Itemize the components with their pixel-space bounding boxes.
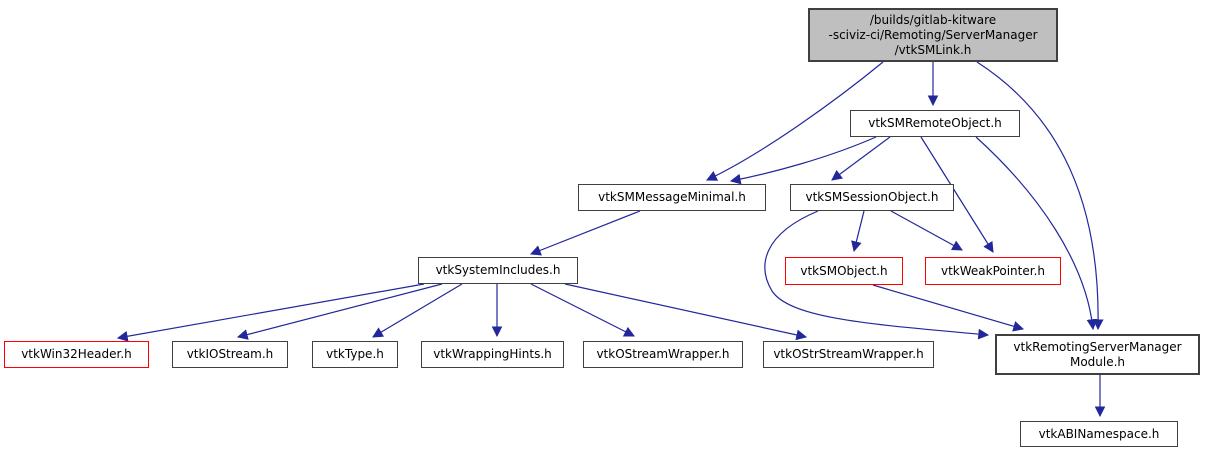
node-vtkType[interactable]: vtkType.h (312, 341, 398, 368)
edge-vtkSMObject-to-vtkRemotingServerManagerModule (872, 284, 1025, 332)
node-label: vtkWeakPointer.h (940, 263, 1046, 278)
edge-vtkSMSessionObject-to-vtkWeakPointer (890, 210, 963, 251)
edge-vtkSystemIncludes-to-vtkType (372, 283, 463, 338)
node-vtkSMObject[interactable]: vtkSMObject.h (785, 257, 903, 285)
node-vtkSMMessageMinimal[interactable]: vtkSMMessageMinimal.h (578, 184, 766, 211)
node-vtkWin32Header[interactable]: vtkWin32Header.h (4, 341, 149, 368)
node-label: vtkRemotingServerManager (1013, 339, 1182, 354)
edge-vtkSMLink-to-vtkSMMessageMinimal (706, 61, 884, 181)
edge-vtkSMSessionObject-to-vtkSMObject (851, 210, 865, 253)
node-label: vtkIOStream.h (186, 347, 274, 361)
edge-vtkSMRemoteObject-to-vtkRemotingServerManagerModule (975, 136, 1098, 331)
node-vtkIOStream[interactable]: vtkIOStream.h (172, 341, 288, 368)
node-label: vtkSMRemoteObject.h (868, 116, 1002, 130)
node-vtkSMLink[interactable]: /builds/gitlab-kitware-sciviz-ci/Remotin… (808, 8, 1058, 62)
node-label: -sciviz-ci/Remoting/ServerManager (828, 27, 1038, 42)
node-label: vtkType.h (326, 347, 384, 361)
node-vtkWrappingHints[interactable]: vtkWrappingHints.h (421, 341, 564, 368)
edge-vtkSMRemoteObject-to-vtkWeakPointer (920, 136, 994, 253)
node-label: vtkSMObject.h (800, 263, 888, 278)
node-vtkSystemIncludes[interactable]: vtkSystemIncludes.h (418, 257, 578, 284)
node-vtkABINamespace[interactable]: vtkABINamespace.h (1020, 421, 1178, 447)
node-label: vtkWin32Header.h (21, 347, 132, 361)
edge-vtkSMRemoteObject-to-vtkSMSessionObject (831, 136, 891, 181)
node-vtkOStreamWrapper[interactable]: vtkOStreamWrapper.h (583, 341, 743, 368)
edge-vtkSystemIncludes-to-vtkOStrStreamWrapper (564, 283, 808, 341)
edge-vtkSMLink-to-vtkRemotingServerManagerModule (976, 61, 1104, 331)
node-label: vtkSystemIncludes.h (435, 263, 561, 277)
node-vtkOStrStreamWrapper[interactable]: vtkOStrStreamWrapper.h (763, 341, 934, 368)
edge-vtkSMMessageMinimal-to-vtkSystemIncludes (529, 210, 641, 256)
node-vtkSMRemoteObject[interactable]: vtkSMRemoteObject.h (850, 110, 1020, 137)
node-label: /vtkSMLink.h (894, 42, 972, 57)
node-vtkWeakPointer[interactable]: vtkWeakPointer.h (925, 257, 1061, 285)
node-label: vtkABINamespace.h (1038, 426, 1160, 441)
edge-vtkSMSessionObject-to-vtkRemotingServerManagerModule (764, 210, 990, 340)
edge-vtkSystemIncludes-to-vtkWin32Header (116, 283, 425, 342)
edge-vtkSMRemoteObject-to-vtkSMMessageMinimal (729, 136, 877, 185)
node-label: vtkWrappingHints.h (433, 347, 552, 361)
node-label: Module.h (1069, 354, 1126, 369)
node-label: vtkSMMessageMinimal.h (598, 190, 746, 204)
edge-vtkSystemIncludes-to-vtkOStreamWrapper (530, 283, 635, 337)
node-label: vtkOStrStreamWrapper.h (773, 347, 924, 361)
node-vtkSMSessionObject[interactable]: vtkSMSessionObject.h (790, 184, 954, 211)
node-label: vtkOStreamWrapper.h (596, 347, 730, 361)
node-label: vtkSMSessionObject.h (805, 190, 939, 204)
node-label: /builds/gitlab-kitware (869, 12, 997, 27)
edge-vtkSystemIncludes-to-vtkIOStream (236, 283, 443, 340)
